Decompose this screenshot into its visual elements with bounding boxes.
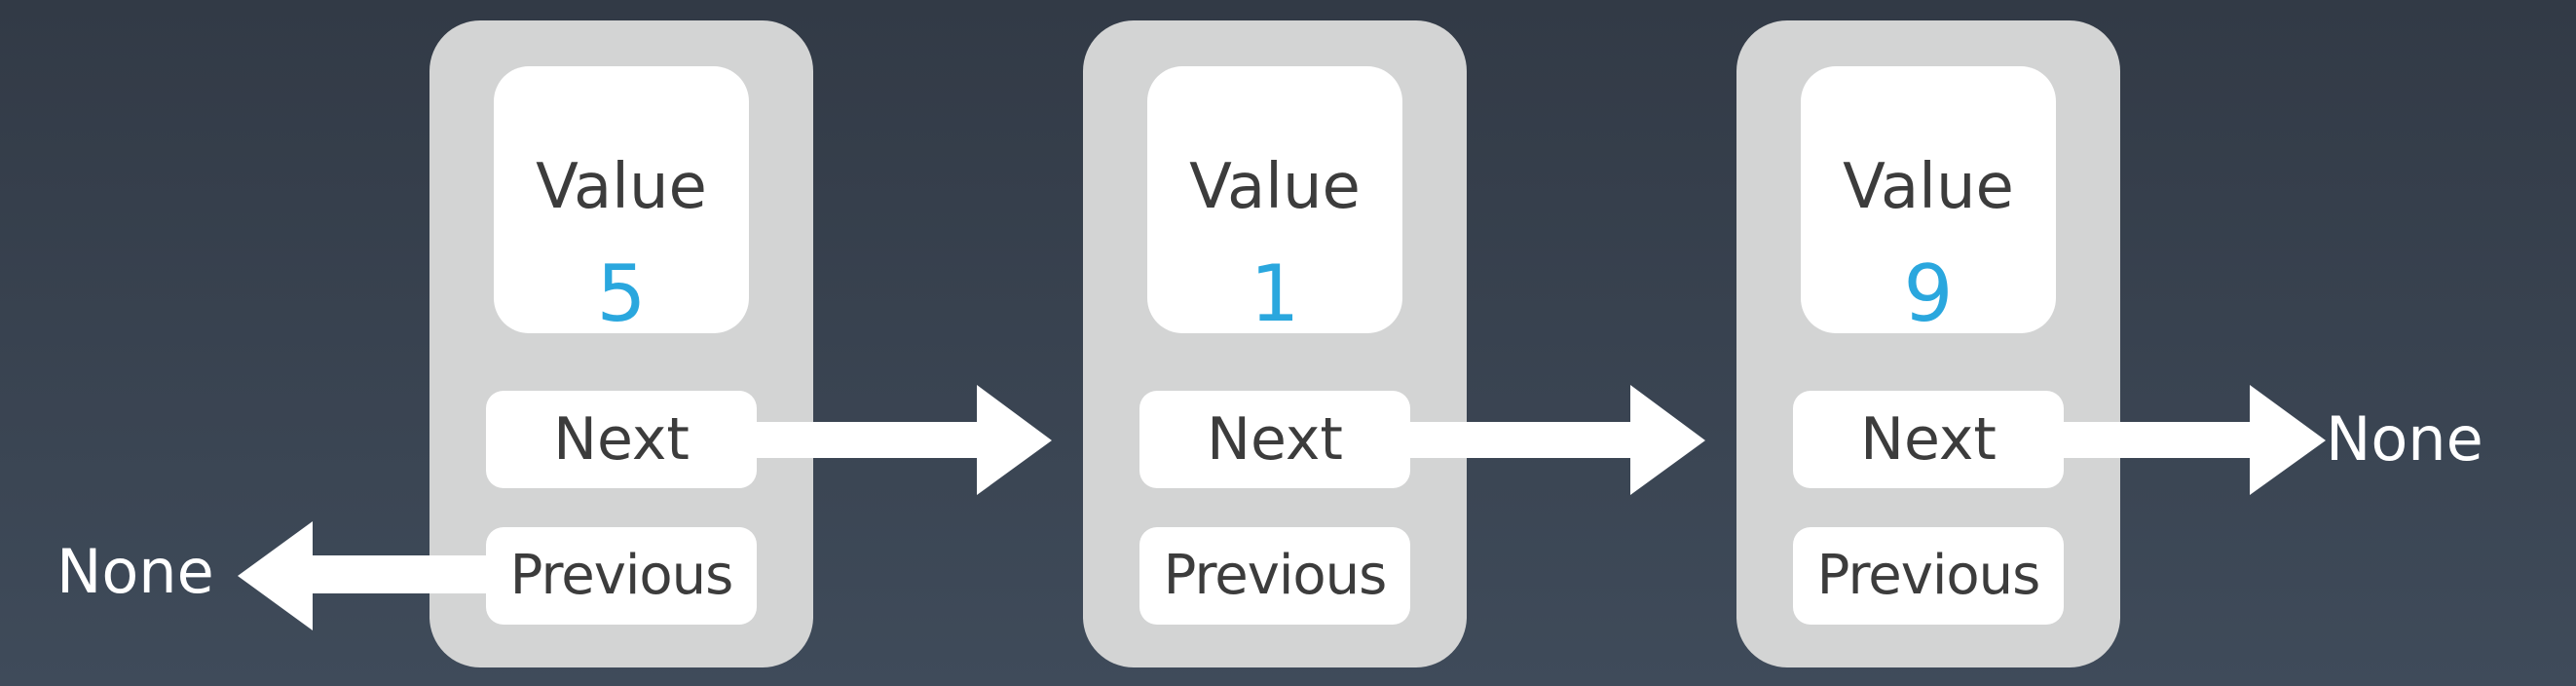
previous-label: Previous: [1816, 544, 2041, 607]
value-number: 5: [596, 248, 647, 339]
next-label: Next: [553, 405, 690, 474]
value-label: Value: [536, 151, 707, 223]
next-label: Next: [1860, 405, 1997, 474]
value-field: Value 5: [494, 66, 749, 333]
previous-label: Previous: [509, 544, 734, 607]
value-label: Value: [1189, 151, 1361, 223]
value-field: Value 1: [1147, 66, 1402, 333]
none-terminal-right: None: [2326, 403, 2483, 475]
list-node-2: Value 1 Next Previous: [1083, 20, 1467, 667]
next-pointer-field: Next: [1793, 391, 2064, 488]
value-number: 9: [1903, 248, 1954, 339]
list-node-3: Value 9 Next Previous: [1736, 20, 2120, 667]
next-pointer-field: Next: [486, 391, 757, 488]
list-node-1: Value 5 Next Previous: [429, 20, 813, 667]
none-terminal-left: None: [56, 536, 214, 607]
previous-pointer-field: Previous: [1139, 527, 1410, 625]
value-number: 1: [1250, 248, 1300, 339]
previous-pointer-field: Previous: [486, 527, 757, 625]
value-label: Value: [1843, 151, 2014, 223]
previous-pointer-field: Previous: [1793, 527, 2064, 625]
next-label: Next: [1207, 405, 1343, 474]
next-pointer-field: Next: [1139, 391, 1410, 488]
value-field: Value 9: [1801, 66, 2056, 333]
previous-label: Previous: [1163, 544, 1388, 607]
